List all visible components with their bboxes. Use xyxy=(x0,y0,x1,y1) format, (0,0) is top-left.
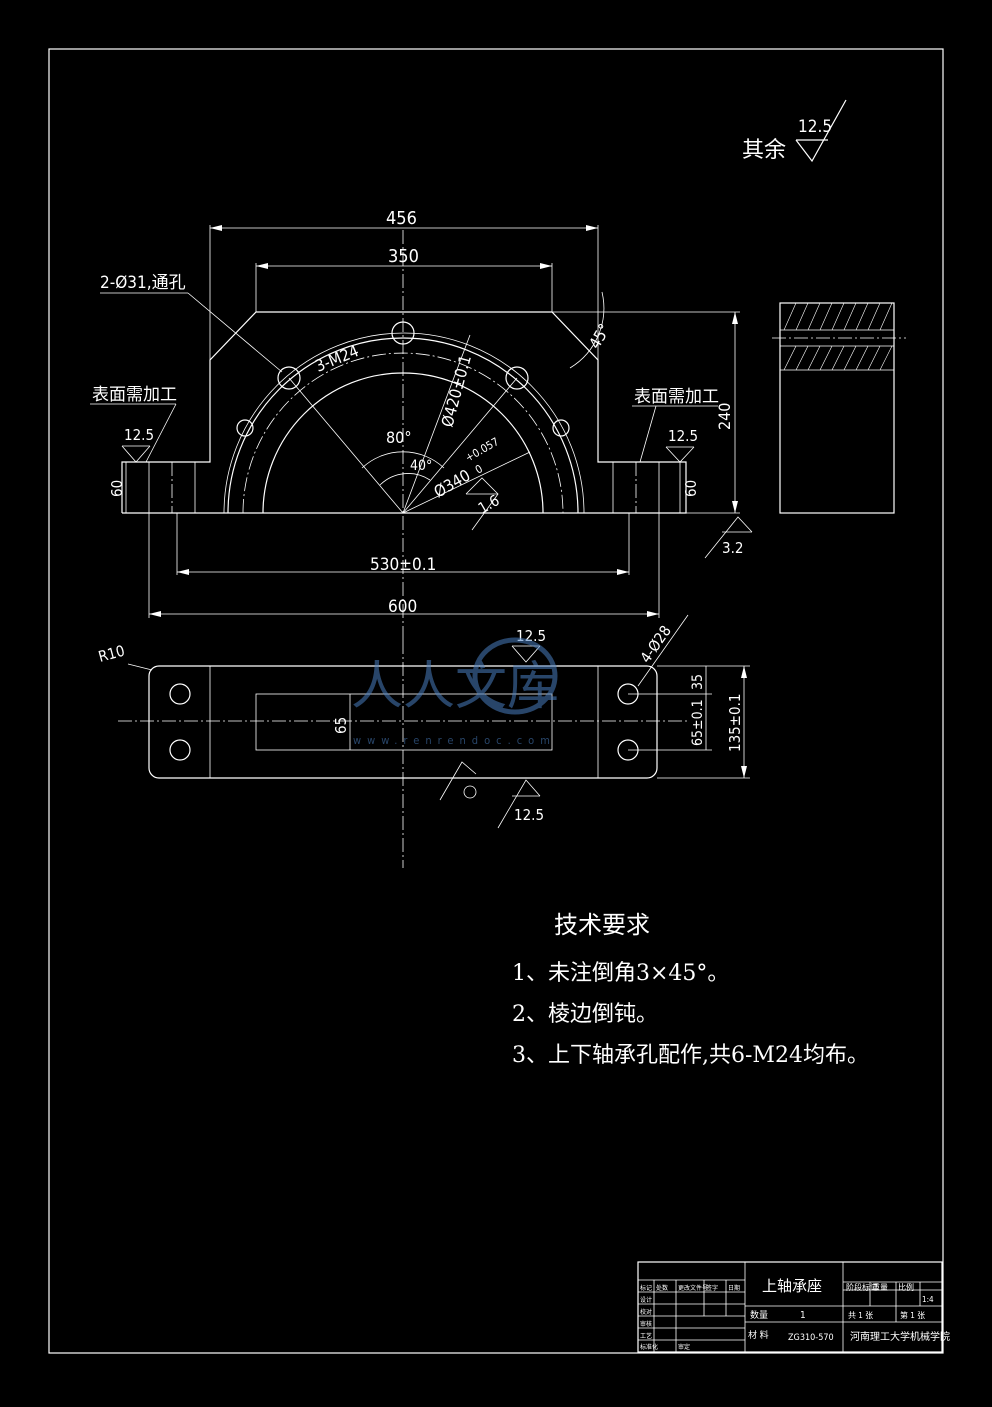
watermark: 人人文库 www.renrendoc.com xyxy=(345,636,645,747)
drawing-border xyxy=(48,48,944,1354)
title-block: 上轴承座 数量 1 材 料 ZG310-570 阶段标记 重量 比例 1:4 共… xyxy=(637,1261,950,1353)
svg-text:12.5: 12.5 xyxy=(124,426,154,444)
svg-text:河南理工大学机械学院: 河南理工大学机械学院 xyxy=(850,1330,950,1343)
svg-text:比例: 比例 xyxy=(898,1282,914,1292)
svg-text:表面需加工: 表面需加工 xyxy=(92,385,177,405)
svg-text:R10: R10 xyxy=(96,642,126,666)
svg-text:校对: 校对 xyxy=(640,1308,652,1316)
svg-text:65: 65 xyxy=(332,717,350,734)
svg-text:1: 1 xyxy=(800,1310,806,1321)
svg-text:ZG310-570: ZG310-570 xyxy=(788,1333,834,1343)
svg-text:标准化: 标准化 xyxy=(640,1343,658,1351)
svg-text:40°: 40° xyxy=(410,458,432,474)
svg-text:240: 240 xyxy=(715,403,734,430)
svg-text:Ø340: Ø340 xyxy=(431,466,474,502)
svg-text:+0.057: +0.057 xyxy=(463,435,501,465)
svg-text:600: 600 xyxy=(388,597,417,617)
outer-arc xyxy=(227,337,579,514)
front-view: 456 350 240 60 60 530±0.1 600 xyxy=(90,208,753,640)
svg-text:135±0.1: 135±0.1 xyxy=(726,693,744,752)
svg-text:日期: 日期 xyxy=(728,1284,740,1292)
watermark-text: 人人文库 xyxy=(351,657,559,717)
svg-text:80°: 80° xyxy=(386,428,412,447)
svg-text:530±0.1: 530±0.1 xyxy=(370,555,436,575)
plan-view: R10 4-Ø28 65 135±0.1 65±0.1 35 12.5 12.5 xyxy=(96,614,750,868)
svg-text:60: 60 xyxy=(682,480,700,497)
svg-text:上轴承座: 上轴承座 xyxy=(762,1277,822,1295)
svg-text:标记: 标记 xyxy=(640,1284,652,1292)
watermark-url: www.renrendoc.com xyxy=(353,734,556,746)
svg-text:65±0.1: 65±0.1 xyxy=(690,699,706,746)
default-roughness-symbol: 其余 12.5 xyxy=(742,99,847,163)
svg-text:Ø420±0.1: Ø420±0.1 xyxy=(438,353,475,429)
svg-text:350: 350 xyxy=(388,246,419,267)
svg-text:60: 60 xyxy=(108,480,126,497)
svg-text:工艺: 工艺 xyxy=(640,1332,652,1340)
svg-text:第 1 张: 第 1 张 xyxy=(900,1310,925,1320)
svg-text:处数: 处数 xyxy=(656,1284,668,1292)
svg-text:审核: 审核 xyxy=(640,1320,652,1328)
svg-text:1:4: 1:4 xyxy=(922,1295,934,1304)
tech-requirement-item: 2、棱边倒钝。 xyxy=(512,1002,658,1027)
tech-requirement-item: 1、未注倒角3×45°。 xyxy=(512,961,730,986)
svg-text:12.5: 12.5 xyxy=(514,806,544,824)
tech-requirement-item: 3、上下轴承孔配作,共6-M24均布。 xyxy=(512,1043,869,1068)
svg-text:35: 35 xyxy=(690,674,706,690)
svg-text:设计: 设计 xyxy=(640,1296,652,1304)
svg-text:数量: 数量 xyxy=(750,1309,768,1321)
svg-text:3.2: 3.2 xyxy=(722,539,743,557)
svg-text:材 料: 材 料 xyxy=(748,1329,769,1341)
svg-text:12.5: 12.5 xyxy=(668,427,698,445)
svg-text:审定: 审定 xyxy=(678,1343,690,1351)
svg-text:其余: 其余 xyxy=(742,138,786,163)
svg-text:456: 456 xyxy=(386,208,417,229)
svg-text:共 1 张: 共 1 张 xyxy=(848,1311,873,1320)
svg-text:2-Ø31,通孔: 2-Ø31,通孔 xyxy=(100,273,186,293)
svg-text:45°: 45° xyxy=(585,320,614,352)
tech-requirements-title: 技术要求 xyxy=(554,911,650,939)
svg-text:表面需加工: 表面需加工 xyxy=(634,387,719,407)
svg-text:重量: 重量 xyxy=(872,1282,888,1292)
svg-text:12.5: 12.5 xyxy=(798,117,832,137)
svg-text:更改文件号: 更改文件号 xyxy=(678,1284,708,1292)
svg-text:签字: 签字 xyxy=(706,1284,718,1292)
svg-text:0: 0 xyxy=(473,462,485,476)
side-view xyxy=(772,302,906,514)
svg-text:阶段标记: 阶段标记 xyxy=(846,1282,878,1292)
